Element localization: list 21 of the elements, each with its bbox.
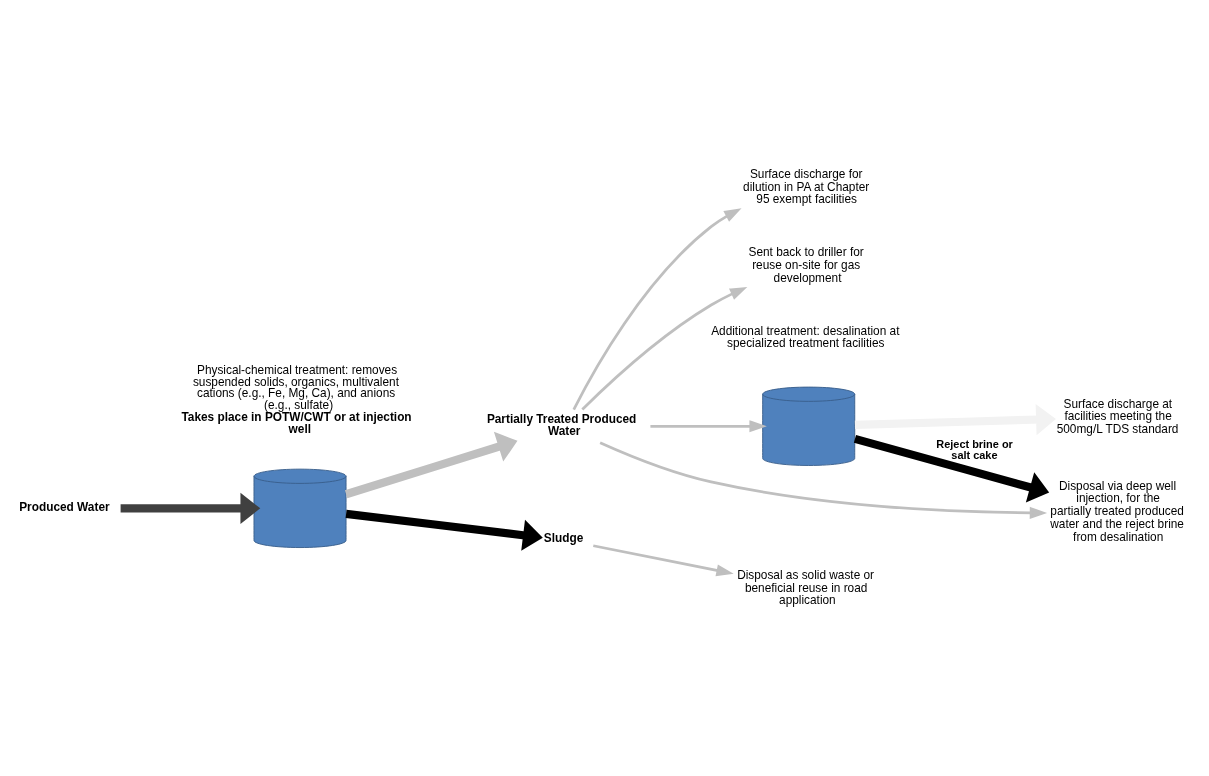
arrow	[599, 441, 1048, 519]
arrow	[120, 492, 261, 524]
arrow	[581, 286, 748, 411]
node-text: Sent back to driller for reuse on-site for gas development	[748, 245, 864, 285]
node-text: Partially Treated Produced Water	[486, 412, 637, 438]
node-label: Additional treatment: desalination at specialized treatment facilities	[711, 323, 900, 351]
arrow	[345, 509, 543, 551]
arrow	[650, 420, 767, 433]
edge-label: Reject brine or salt cake	[936, 437, 1013, 461]
node-text: Disposal as solid waste or beneficial reuse in road application	[737, 567, 875, 608]
node-label: Physical-chemical treatment: removes suspended solids, organics, multivalent cations (e.g., Fe, Mg, Ca), and anions (e.g., sulfate)	[192, 362, 399, 413]
node-text: Produced Water	[19, 499, 110, 514]
arrow	[344, 431, 518, 499]
node-text: Sludge	[543, 531, 584, 546]
arrow	[572, 208, 742, 411]
arrow	[593, 544, 734, 577]
node-text: Surface discharge at facilities meeting the 500mg/L TDS standard	[1056, 396, 1179, 437]
node-text: Surface discharge for dilution in PA at Chapter 95 exempt facilities	[743, 166, 870, 207]
node-text: Disposal via deep well injection, for the partially treated produced water and the reject brine from desalination	[1050, 478, 1184, 544]
arrow	[854, 404, 1056, 436]
arrow	[853, 434, 1050, 503]
